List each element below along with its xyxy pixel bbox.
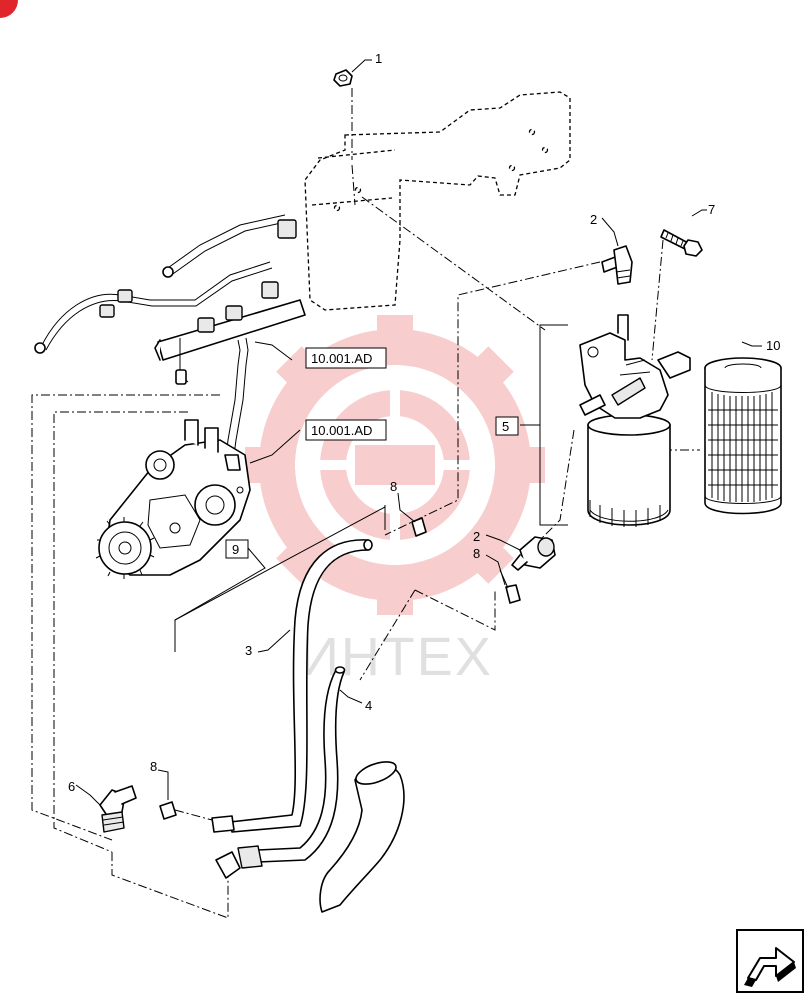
reference-box-2[interactable]: 10.001.AD xyxy=(305,419,387,441)
fuel-hose-item-3 xyxy=(211,539,373,833)
bolt-item-7 xyxy=(660,229,703,257)
corner-tab-icon xyxy=(0,0,18,18)
callout-10: 10 xyxy=(766,338,780,353)
fuel-hose-item-4 xyxy=(215,666,346,879)
callout-8-lower: 8 xyxy=(150,759,157,774)
bracket-ghost xyxy=(304,91,571,311)
fuel-filter-housing xyxy=(579,314,691,527)
reference-box-1[interactable]: 10.001.AD xyxy=(305,347,387,369)
callout-6: 6 xyxy=(68,779,75,794)
callout-7: 7 xyxy=(708,202,715,217)
callout-3: 3 xyxy=(245,643,252,658)
elbow-fitting-item-2a xyxy=(601,245,633,285)
callout-8-upper: 8 xyxy=(390,479,397,494)
clamp-item-8b xyxy=(499,569,521,604)
callout-2-lower: 2 xyxy=(473,529,480,544)
filter-element xyxy=(704,357,782,515)
callout-4: 4 xyxy=(365,698,372,713)
nut-item-1 xyxy=(333,69,353,87)
svg-text:10.001.AD: 10.001.AD xyxy=(311,351,372,366)
clamp-item-8a xyxy=(411,517,427,537)
callout-8-middle: 8 xyxy=(473,546,480,561)
leader-lines xyxy=(75,59,762,806)
watermark-logo: ИНТЕХ xyxy=(245,315,545,687)
boxed-callout-5: 5 xyxy=(495,416,519,436)
boxed-callout-9: 9 xyxy=(225,539,249,559)
high-pressure-pump xyxy=(95,419,251,579)
callout-1: 1 xyxy=(375,51,382,66)
filter-pleats xyxy=(708,392,778,502)
clamp-item-8c xyxy=(159,801,177,820)
elbow-fitting-item-2b xyxy=(511,536,556,571)
elbow-fitting-item-6 xyxy=(99,785,137,833)
svg-text:5: 5 xyxy=(502,419,509,434)
svg-text:10.001.AD: 10.001.AD xyxy=(311,423,372,438)
next-page-arrow-icon[interactable] xyxy=(736,929,804,993)
callout-2-upper: 2 xyxy=(590,212,597,227)
watermark-text: ИНТЕХ xyxy=(300,627,493,687)
molded-hose xyxy=(319,761,405,913)
callout-labels: 1 2 7 10 8 2 8 3 4 8 6 xyxy=(68,51,780,794)
svg-text:9: 9 xyxy=(232,542,239,557)
